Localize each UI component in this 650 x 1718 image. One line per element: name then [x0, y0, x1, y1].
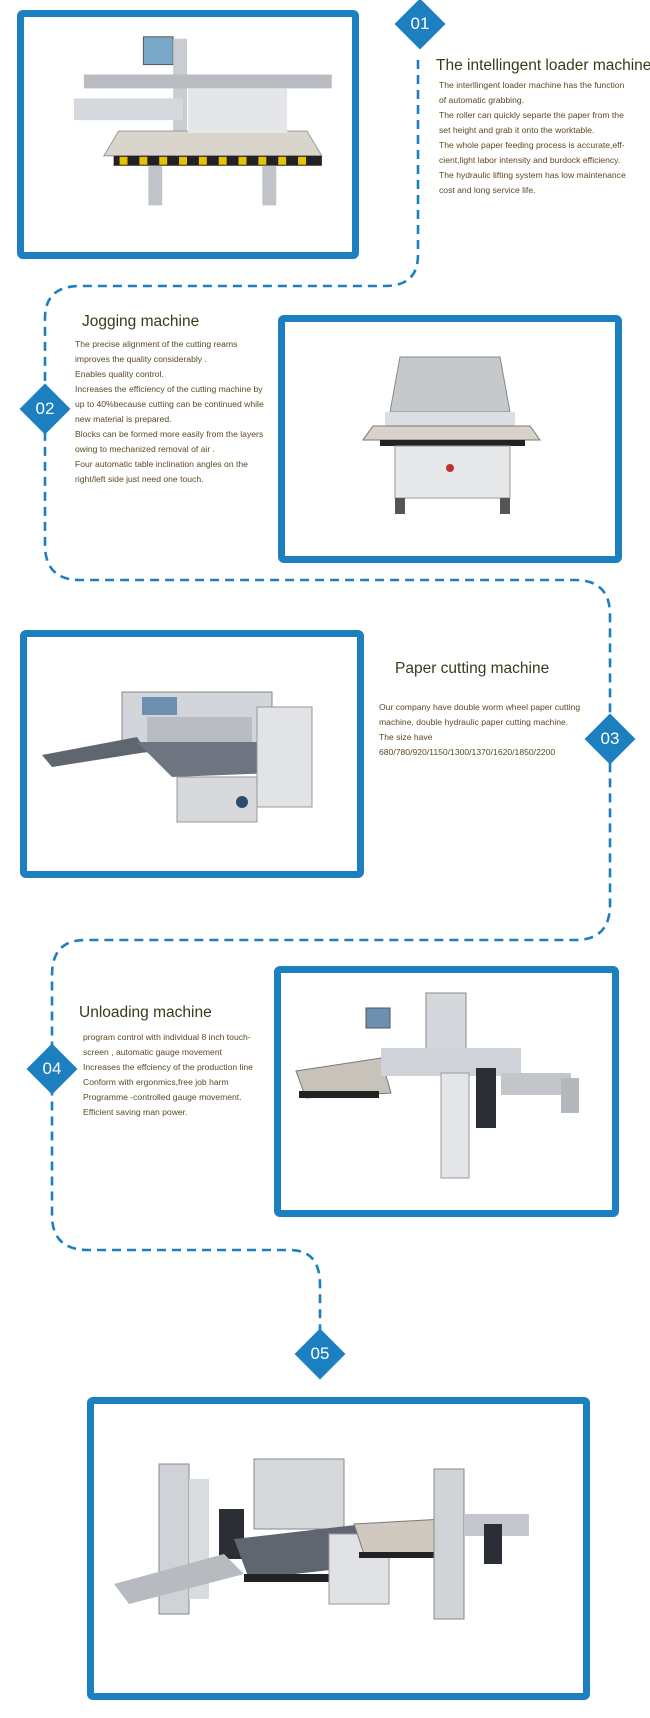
paper-cutting-machine-photo: [20, 630, 364, 878]
production-line-illustration: [114, 1458, 529, 1620]
jogging-machine-photo: [278, 315, 622, 563]
step-badge-04: 04: [26, 1043, 78, 1095]
step-badge-02: 02: [19, 383, 71, 435]
section-desc-04: program control with individual 8 inch t…: [83, 1032, 253, 1117]
section-title-04: Unloading machine: [79, 1004, 212, 1021]
step-badge-01: 01: [394, 0, 446, 50]
jogging-machine-illustration: [362, 356, 541, 514]
section-title-03: Paper cutting machine: [395, 660, 550, 677]
section-desc-01: The interllingent loader machine has the…: [439, 80, 626, 195]
section-title-01: The intellingent loader machine: [436, 57, 650, 74]
section-title-02: Jogging machine: [82, 313, 200, 330]
section-desc-03: Our company have double worm wheel paper…: [379, 702, 581, 757]
paper-cutting-machine-illustration: [42, 691, 313, 823]
section-desc-02: The precise alignment of the cutting rea…: [75, 339, 264, 484]
loader-machine-photo: [17, 10, 359, 259]
loader-machine-illustration: [73, 36, 332, 206]
unloading-machine-illustration: [295, 992, 579, 1179]
unloading-machine-photo: [274, 966, 619, 1217]
production-line-photo: [87, 1397, 590, 1700]
step-badge-05: 05: [294, 1328, 346, 1380]
step-badge-03: 03: [584, 713, 636, 765]
